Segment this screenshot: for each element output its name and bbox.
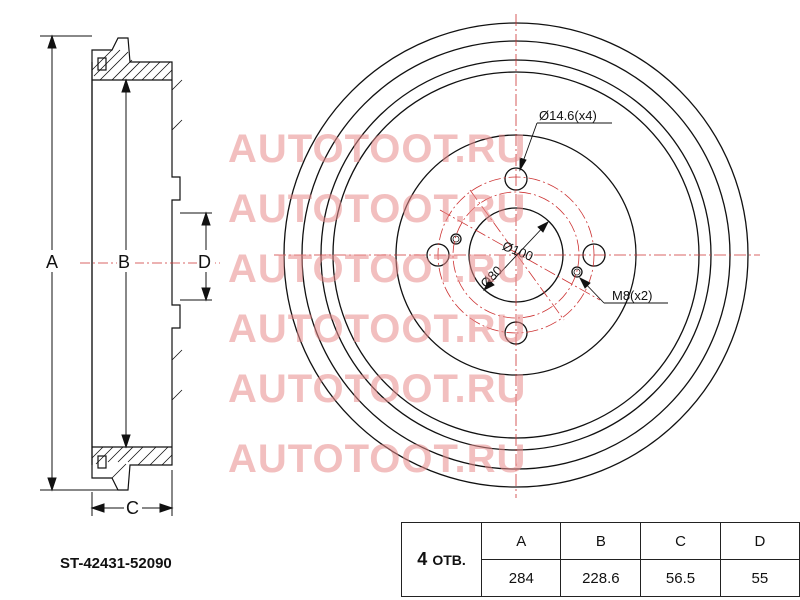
header-b: B [560, 522, 642, 560]
front-leaders [482, 122, 668, 304]
watermark-line: AUTOTOOT.RU [228, 367, 526, 411]
value-c: 56.5 [640, 559, 721, 597]
watermark-group: AUTOTOOT.RU AUTOTOOT.RU AUTOTOOT.RU AUTO… [228, 127, 526, 481]
flange-notch-top [97, 57, 107, 71]
thread-hole-right-inner [573, 268, 581, 276]
dim-label-d: D [198, 252, 211, 272]
pcd-circle-80 [452, 191, 580, 319]
pcd-circle-100 [437, 176, 595, 334]
thread-hole-right [571, 266, 583, 278]
holes-count: 4 [417, 549, 428, 569]
watermark-line: AUTOTOOT.RU [228, 307, 526, 351]
holes-unit: ОТВ. [432, 552, 466, 568]
part-number: ST-42431-52090 [60, 555, 172, 572]
thread-hole-left [450, 233, 462, 245]
header-a: A [481, 522, 562, 560]
dim-label-a: A [46, 252, 58, 272]
watermark-line: AUTOTOOT.RU [228, 437, 526, 481]
watermark-line: AUTOTOOT.RU [228, 247, 526, 291]
hatch-top [91, 49, 173, 81]
holes-count-cell: 4 ОТВ. [400, 522, 483, 597]
stud-hole-note: Ø14.6(x4) [539, 108, 597, 123]
dim-label-b: B [118, 252, 130, 272]
drum-section-outline [91, 37, 181, 491]
thread-hole-note: M8(x2) [612, 288, 652, 303]
hatch-bottom [91, 446, 173, 479]
dim-label-c: C [126, 498, 139, 518]
side-section-view [80, 37, 220, 491]
value-b: 228.6 [560, 559, 642, 597]
header-d: D [719, 522, 800, 560]
flange-notch-bottom [97, 455, 107, 469]
watermark-line: AUTOTOOT.RU [228, 127, 526, 171]
value-d: 55 [719, 559, 800, 597]
table-row: 4 ОТВ. A B C D [400, 522, 800, 597]
hatch-hub [171, 79, 183, 401]
side-dimensions [40, 34, 212, 516]
table-row: 284 228.6 56.5 55 [402, 559, 800, 597]
spec-table: 4 ОТВ. A B C D 284 228.6 56.5 55 [400, 522, 800, 597]
value-a: 284 [481, 559, 562, 597]
header-c: C [640, 522, 721, 560]
watermark-line: AUTOTOOT.RU [228, 187, 526, 231]
